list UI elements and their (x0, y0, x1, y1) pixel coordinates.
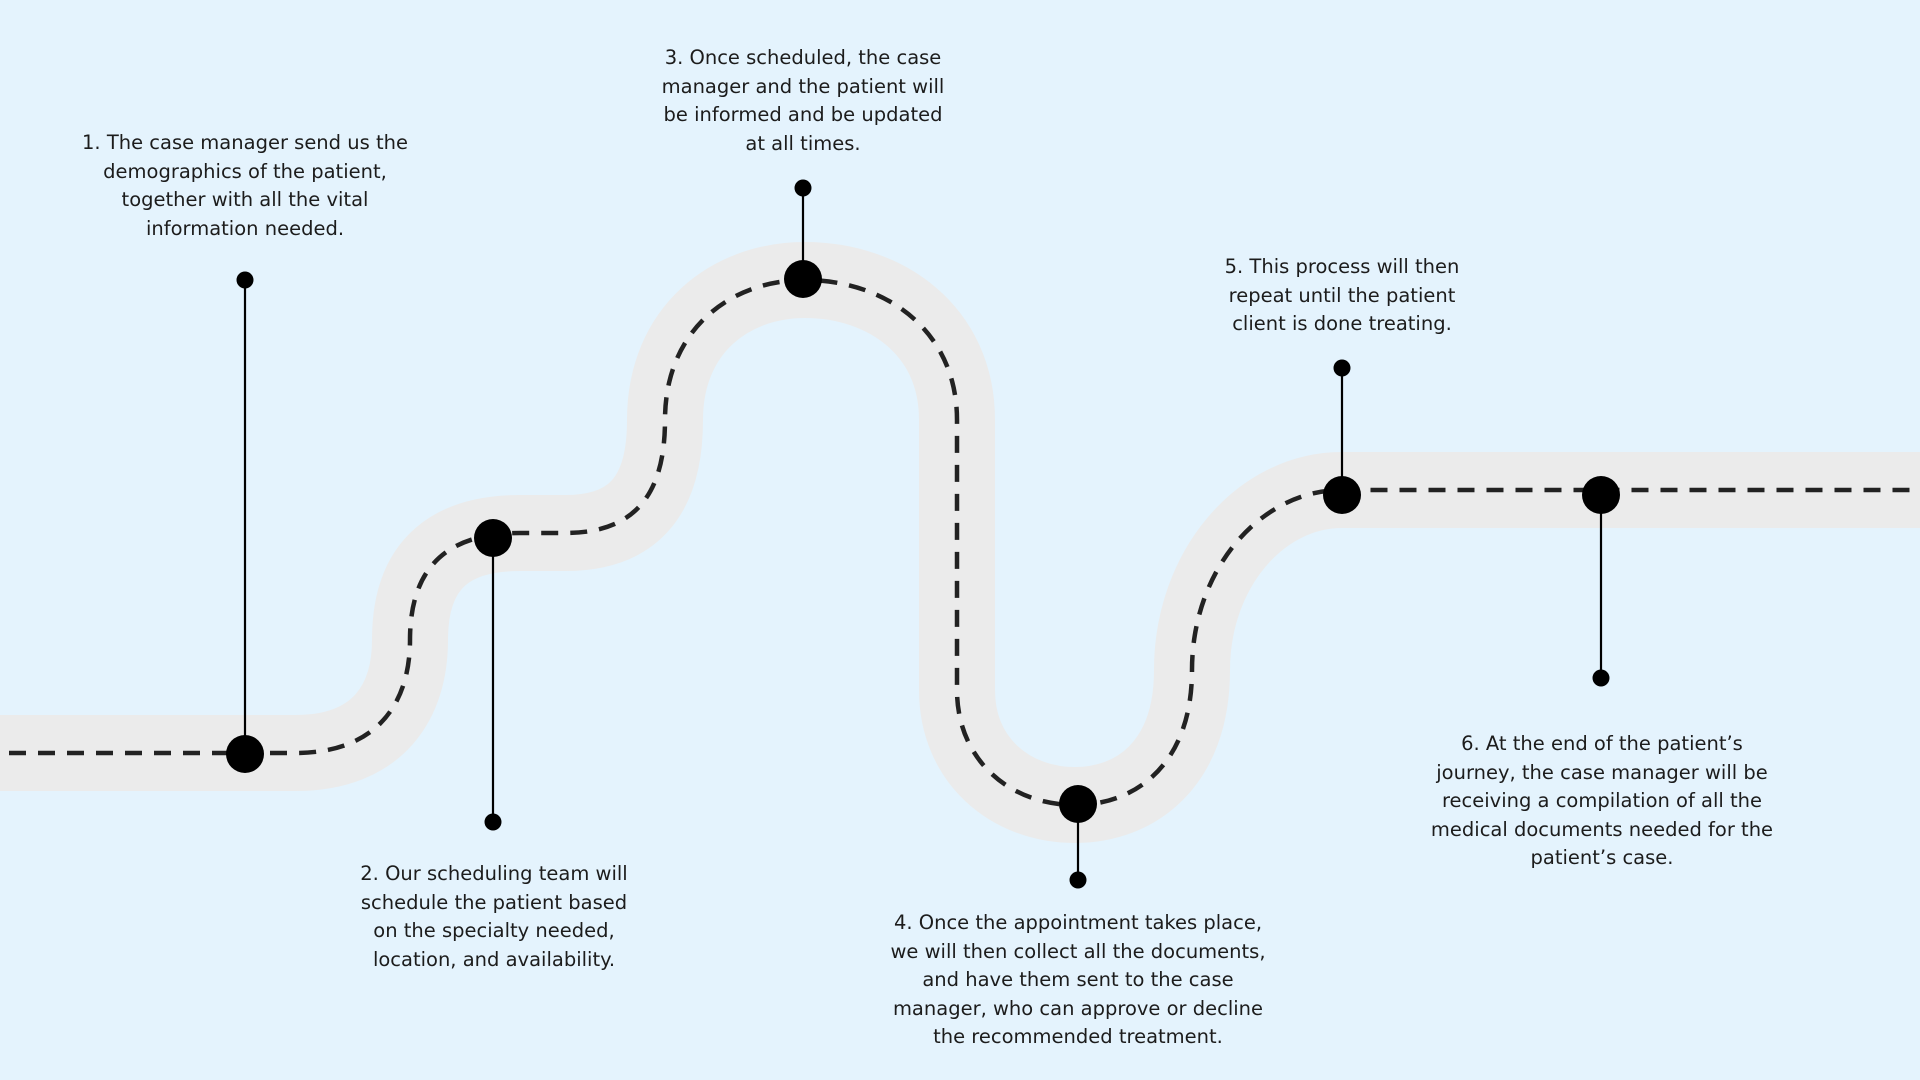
step-6-line: patient’s case. (1530, 846, 1674, 870)
step-5-description: 5. This process will then repeat until th… (1142, 253, 1542, 339)
step-4-milestone-marker (1059, 785, 1097, 823)
step-3-line: manager and the patient will (661, 74, 945, 98)
step-5-line: 5. This process will then (1224, 255, 1460, 278)
step-5-line: repeat until the patient (1228, 283, 1456, 307)
step-1-milestone-marker (226, 735, 264, 773)
step-4-line: and have them sent to the case (922, 968, 1234, 992)
step-3-line: 3. Once scheduled, the case (664, 46, 942, 69)
step-6-end-dot (1592, 669, 1610, 687)
step-2-description: 2. Our scheduling team will schedule the … (294, 860, 694, 974)
step-1-line: information needed. (145, 216, 345, 240)
step-4-description: 4. Once the appointment takes place, we w… (878, 909, 1278, 1052)
step-6-description: 6. At the end of the patient’s journey, t… (1402, 730, 1802, 873)
step-3-end-dot (794, 179, 812, 197)
journey-dashed-line (0, 277, 1920, 808)
step-1-end-dot (236, 271, 254, 289)
step-6-line: medical documents needed for the (1430, 817, 1774, 841)
step-5-line: client is done treating. (1232, 312, 1452, 336)
step-4-line: 4. Once the appointment takes place, (893, 911, 1263, 934)
step-3-milestone-marker (784, 260, 822, 298)
step-1-description: 1. The case manager send us the demograph… (45, 129, 445, 243)
step-4-line: we will then collect all the documents, (890, 939, 1266, 963)
step-markers (226, 179, 1620, 889)
step-2-line: 2. Our scheduling team will (360, 862, 628, 885)
step-3-description: 3. Once scheduled, the case manager and t… (603, 44, 1003, 158)
step-2-milestone-marker (474, 519, 512, 557)
step-6-line: 6. At the end of the patient’s (1461, 732, 1743, 755)
step-2-line: schedule the patient based (360, 890, 628, 914)
step-1-line: together with all the vital (121, 188, 369, 212)
step-1-line: demographics of the patient, (103, 159, 387, 183)
step-2-line: location, and availability. (372, 947, 616, 971)
step-6-line: journey, the case manager will be (1436, 760, 1768, 784)
step-2-end-dot (484, 813, 502, 831)
step-5-milestone-marker (1323, 476, 1361, 514)
step-6-line: receiving a compilation of all the (1441, 789, 1763, 813)
step-4-line: manager, who can approve or decline (892, 996, 1264, 1020)
step-2-line: on the specialty needed, (373, 919, 615, 943)
step-4-end-dot (1069, 871, 1087, 889)
step-5-end-dot (1333, 359, 1351, 377)
step-6-milestone-marker (1582, 476, 1620, 514)
step-1-line: 1. The case manager send us the (82, 131, 408, 154)
step-3-line: at all times. (745, 131, 861, 155)
step-3-line: be informed and be updated (663, 103, 943, 127)
step-4-line: the recommended treatment. (933, 1025, 1223, 1049)
